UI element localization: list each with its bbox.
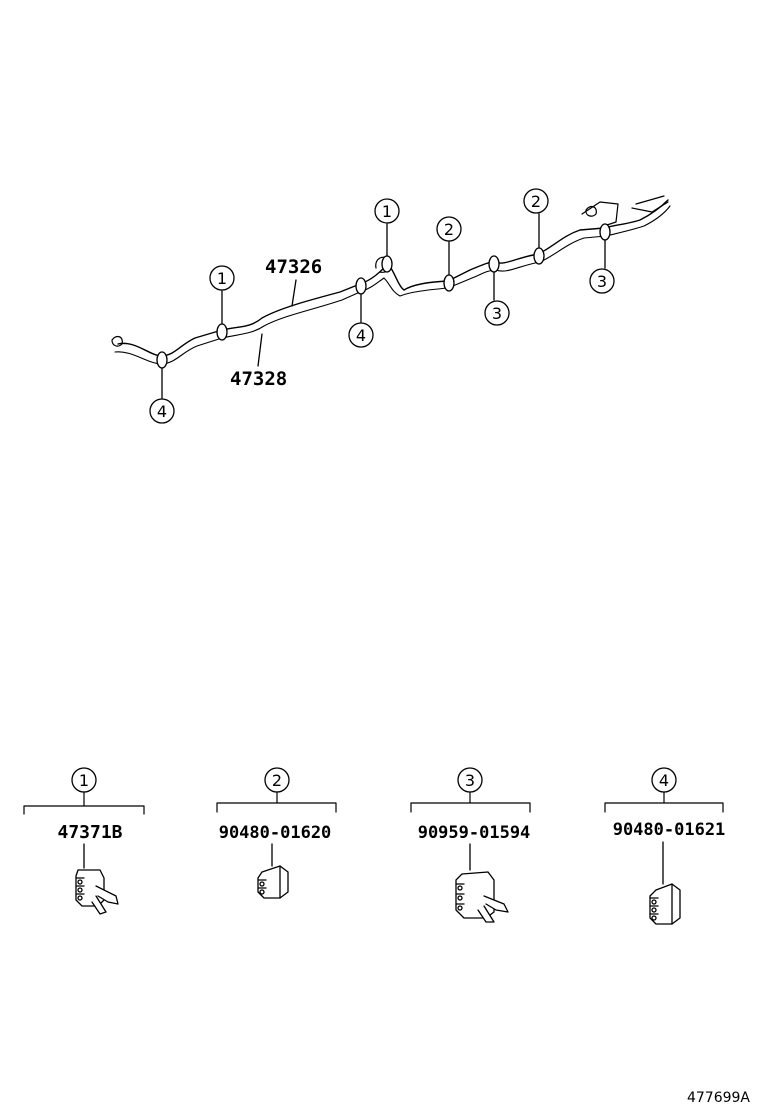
clip-marker: [533, 247, 545, 265]
svg-text:4: 4: [157, 402, 167, 421]
part-number-1: 47371B: [57, 822, 122, 843]
part-number-3: 90959-01594: [418, 823, 531, 843]
clip-icon-4: [649, 883, 681, 925]
part-number-4: 90480-01621: [613, 820, 726, 840]
brake-pipe-assembly: 4 1 4 1 2 3 2 3 47326: [111, 188, 671, 424]
clip-marker: [156, 351, 168, 369]
pipe-end-right-fitting: [585, 205, 597, 217]
pipe-label-lower: 47328: [230, 368, 287, 390]
parts-legend: 1 47371B 2 90480-01620: [23, 767, 726, 925]
callout-2-middle: 2: [436, 216, 462, 242]
clip-icon-2: [257, 865, 289, 899]
svg-text:2: 2: [444, 220, 454, 239]
callout-3-right: 3: [589, 268, 615, 294]
callout-1-middle: 1: [374, 198, 400, 224]
legend-part-3: 3 90959-01594: [410, 767, 531, 923]
legend-part-1: 1 47371B: [23, 767, 145, 915]
clip-marker: [443, 274, 455, 292]
clip-marker: [216, 323, 228, 341]
svg-text:3: 3: [597, 272, 607, 291]
callout-4-middle: 4: [348, 322, 374, 348]
clip-marker: [381, 255, 393, 273]
legend-part-2: 2 90480-01620: [216, 767, 337, 899]
legend-part-4: 4 90480-01621: [604, 767, 726, 925]
clip-marker: [599, 223, 611, 241]
svg-text:4: 4: [356, 326, 366, 345]
svg-text:1: 1: [382, 202, 392, 221]
pipe-end-left: [111, 335, 123, 347]
callout-2-right: 2: [523, 188, 549, 214]
svg-text:4: 4: [659, 771, 669, 790]
callout-1-left: 1: [209, 265, 235, 291]
pipe-label-upper: 47326: [265, 256, 322, 278]
svg-text:3: 3: [492, 304, 502, 323]
clip-icon-3: [455, 871, 509, 923]
callout-4-left: 4: [149, 398, 175, 424]
svg-text:3: 3: [465, 771, 475, 790]
callout-leaders: [161, 213, 606, 399]
clip-marker: [488, 255, 500, 273]
svg-text:1: 1: [217, 269, 227, 288]
figure-code: 477699A: [687, 1090, 750, 1106]
pipe-upper: [117, 199, 669, 357]
part-number-2: 90480-01620: [219, 823, 332, 843]
svg-text:1: 1: [79, 771, 89, 790]
clip-marker: [355, 277, 367, 295]
clip-icon-1: [75, 869, 119, 915]
svg-text:2: 2: [531, 192, 541, 211]
pipe-end-right-bracket: [581, 195, 669, 227]
callout-3-middle: 3: [484, 300, 510, 326]
svg-text:2: 2: [272, 771, 282, 790]
